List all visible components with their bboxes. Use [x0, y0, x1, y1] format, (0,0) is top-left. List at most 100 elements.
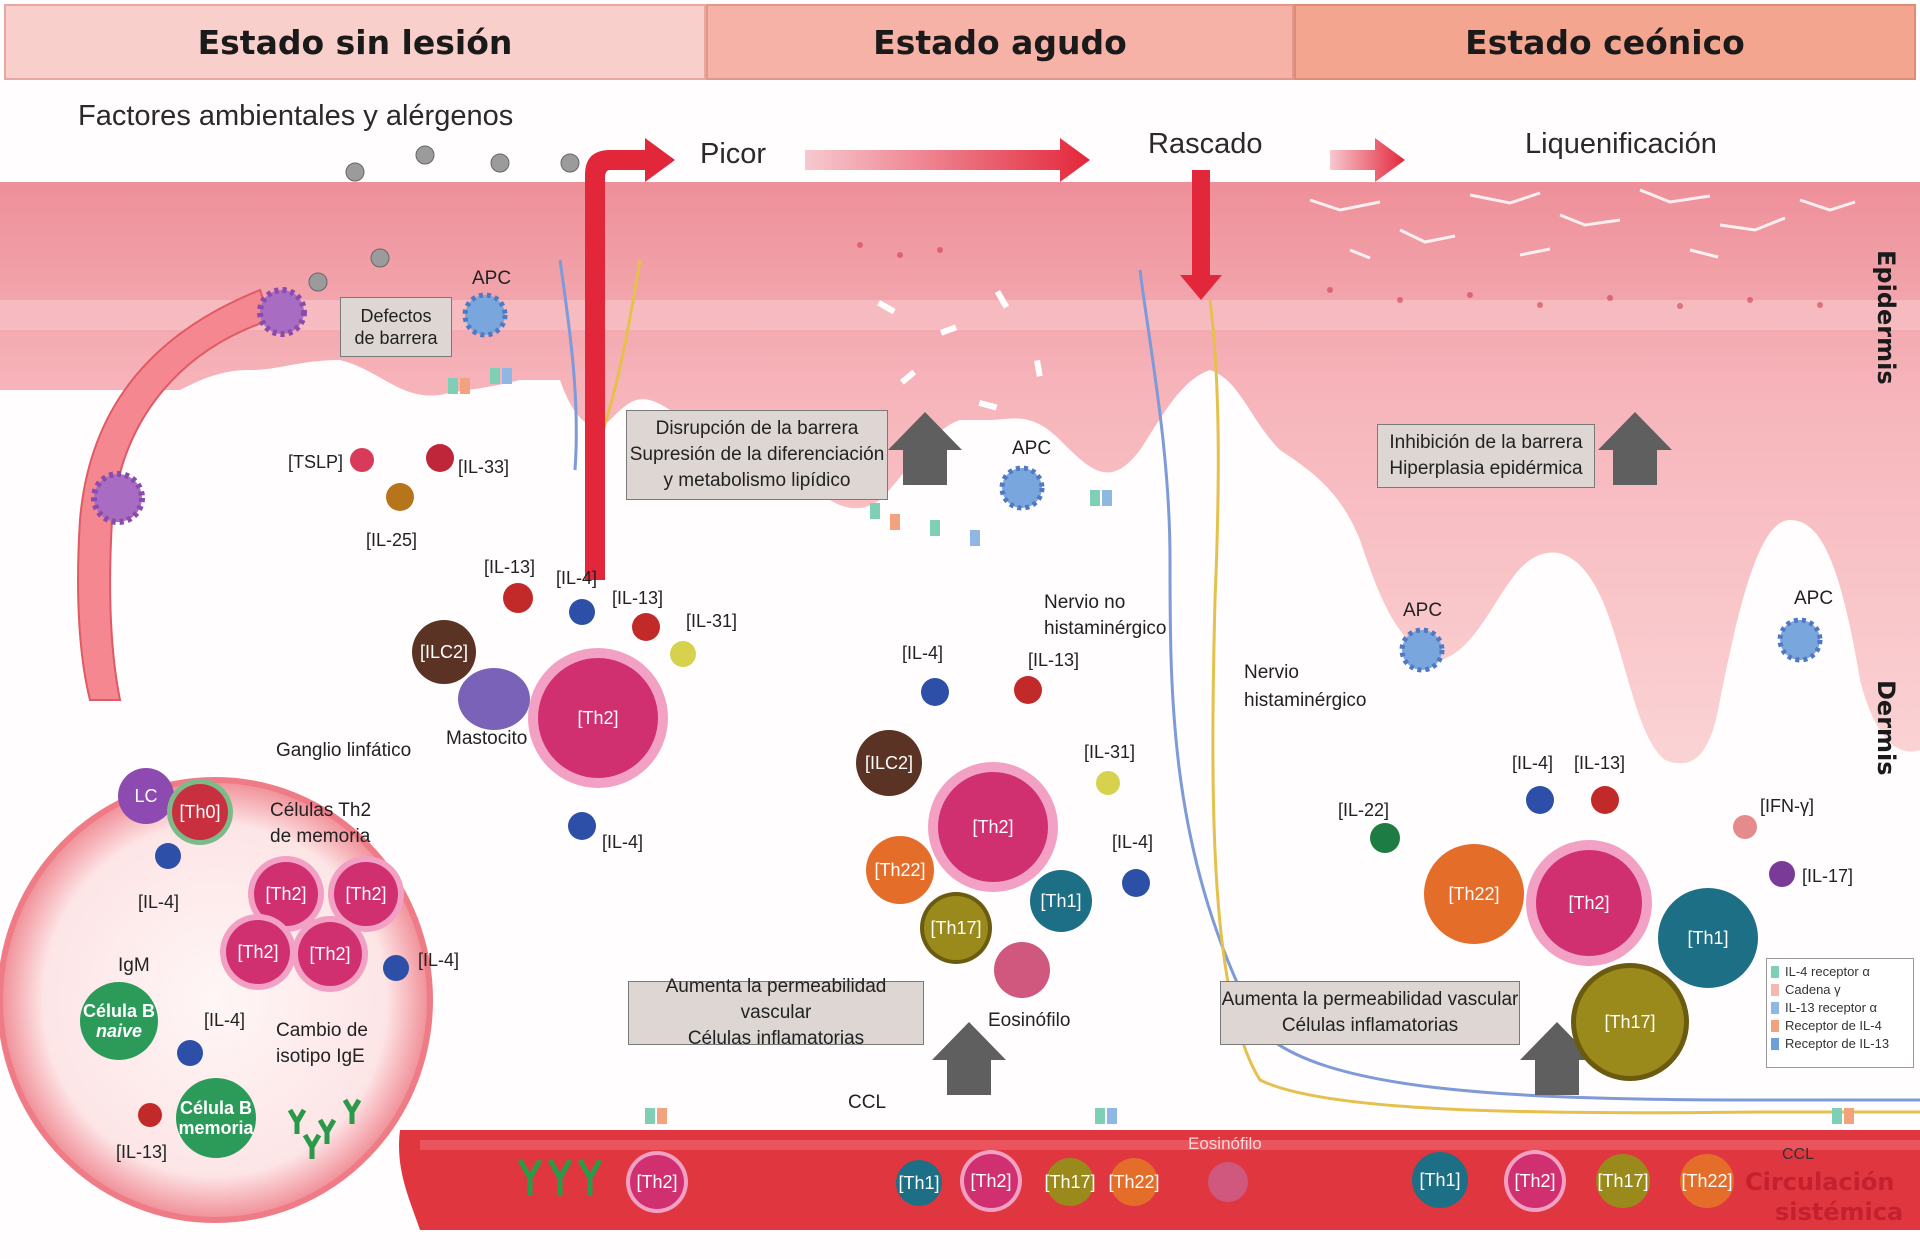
chronic-barrier-arrow: [1598, 412, 1672, 485]
scratch-down-arrow: [1180, 170, 1222, 300]
chronic-barrier-line-2: Hiperplasia epidérmica: [1389, 458, 1583, 479]
naive-b-line-2: naive: [95, 1021, 143, 1041]
chronic-vascular-arrow: [1520, 1022, 1594, 1095]
header-acute: Estado agudo: [706, 4, 1294, 80]
il4-label-5: [IL-4]: [1512, 753, 1554, 773]
lymph-node: [0, 777, 433, 1223]
th2-memory-cell-2: [Th2]: [334, 862, 398, 926]
barrier-defects-line-1: Defectos: [360, 306, 432, 326]
blood-eosinophil-cell: [1208, 1162, 1248, 1202]
nerve-histaminergic: [1208, 299, 1920, 1115]
nerve-left: [598, 259, 642, 441]
lichenification-label: Liquenificación: [1525, 128, 1717, 160]
il4-label-4: [IL-4]: [1112, 832, 1154, 852]
header-chronic: Estado ceónico: [1294, 4, 1916, 80]
itch-arrow: [585, 138, 675, 580]
legend-swatch: [1771, 984, 1779, 996]
legend-swatch: [1771, 966, 1779, 978]
blood-th2-cell-1: [Th2]: [630, 1155, 684, 1209]
mastocyte-cell: [458, 668, 530, 730]
acute-vascular-line-1: Aumenta la permeabilidad vascular: [665, 976, 887, 1023]
blood-th17-cell-1: [Th17]: [1044, 1158, 1096, 1206]
legend-item-il4-receptor-alpha: IL-4 receptor α: [1771, 963, 1909, 981]
th1-cell-1: [Th1]: [1030, 870, 1092, 932]
il25-label: [IL-25]: [366, 530, 418, 550]
header-no-lesion: Estado sin lesión: [4, 4, 706, 80]
th2-cell-3: [Th2]: [1536, 850, 1642, 956]
acute-barrier-line-1: Disrupción de la barrera: [655, 418, 859, 439]
apc-label-3: APC: [1403, 600, 1443, 621]
blood-th22-cell-1: [Th22]: [1108, 1158, 1160, 1206]
receptor-legend: IL-4 receptor α Cadena γ IL-13 receptor …: [1766, 958, 1914, 1068]
ifng-label: [IFN-γ]: [1760, 796, 1814, 816]
legend-label: Receptor de IL-4: [1785, 1018, 1882, 1033]
th2-cell-1: [Th2]: [538, 658, 658, 778]
lc-cell: LC: [118, 768, 174, 824]
th2-memory-label-1: Células Th2: [270, 800, 372, 821]
nerve-histaminergic-label-2: histaminérgico: [1244, 690, 1367, 711]
il4-label-2: [IL-4]: [602, 832, 644, 852]
legend-label: Receptor de IL-13: [1785, 1036, 1890, 1051]
acute-barrier-line-3: y metabolismo lipídico: [663, 470, 851, 491]
isotype-switch-label-1: Cambio de: [276, 1020, 368, 1041]
il17-label: [IL-17]: [1802, 866, 1854, 886]
chronic-vascular-line-2: Células inflamatorias: [1281, 1015, 1459, 1036]
receptors: [448, 368, 1854, 1124]
tslp-label: [TSLP]: [288, 452, 344, 472]
apc-label-4: APC: [1794, 588, 1834, 609]
il13-label-1: [IL-13]: [484, 557, 536, 577]
acute-barrier-arrow: [888, 412, 962, 485]
ganglio-label: Ganglio linfático: [276, 740, 412, 761]
th17-cell-1: [Th17]: [924, 896, 988, 960]
th2-memory-cell-4: [Th2]: [298, 922, 362, 986]
eosinophil-label: Eosinófilo: [988, 1010, 1071, 1031]
th17-cell-2: [Th17]: [1576, 968, 1684, 1076]
memory-b-line-2: memoria: [178, 1118, 254, 1138]
apc-label-1: APC: [472, 268, 512, 289]
eosinophil-cell: [994, 942, 1050, 998]
th22-cell-2: [Th22]: [1424, 844, 1524, 944]
legend-swatch: [1771, 1038, 1779, 1050]
chronic-vascular-box: Aumenta la permeabilidad vascular Célula…: [1220, 981, 1520, 1045]
th2-memory-cell-1: [Th2]: [254, 862, 318, 926]
ilc2-cell-2: [ILC2]: [856, 730, 922, 796]
legend-label: IL-4 receptor α: [1785, 964, 1870, 979]
th0-cell: [Th0]: [172, 784, 228, 840]
apc-label-2: APC: [1012, 438, 1052, 459]
th22-cell-1: [Th22]: [866, 836, 934, 904]
acute-vascular-arrow: [932, 1022, 1006, 1095]
allergen-particles: [308, 145, 580, 292]
il4-label-3: [IL-4]: [902, 643, 944, 663]
mastocito-label: Mastocito: [446, 728, 528, 749]
itch-label: Picor: [700, 138, 767, 170]
blood-vessel-highlight: [420, 1140, 1920, 1150]
igm-label: IgM: [118, 955, 150, 976]
blood-th1-cell-2: [Th1]: [1412, 1152, 1468, 1208]
environmental-factors-label: Factores ambientales y alérgenos: [78, 100, 514, 132]
il33-label: [IL-33]: [458, 457, 510, 477]
legend-item-il13-receptor: Receptor de IL-13: [1771, 1035, 1909, 1053]
isotype-switch-label-2: isotipo IgE: [276, 1046, 365, 1067]
scratch-label: Rascado: [1148, 128, 1263, 160]
acute-barrier-box: Disrupción de la barrera Supresión de la…: [626, 410, 888, 500]
memory-b-line-1: Célula B: [179, 1098, 252, 1118]
epidermis-label: Epidermis: [1872, 250, 1900, 385]
nerve-non-histaminergic: [1138, 269, 1920, 1102]
ige-antibodies: [287, 1098, 603, 1196]
scratch-to-lichen-arrow: [1330, 138, 1405, 182]
nerve-non-histaminergic-label-2: histaminérgico: [1044, 618, 1167, 639]
nerve-left-blue: [558, 259, 578, 471]
ilc2-cell-1: [ILC2]: [412, 620, 476, 684]
il4-label-8: [IL-4]: [204, 1010, 246, 1030]
legend-swatch: [1771, 1002, 1779, 1014]
nerve-non-histaminergic-label-1: Nervio no: [1044, 592, 1126, 613]
acute-barrier-line-2: Supresión de la diferenciación: [629, 444, 885, 465]
barrier-defects-line-2: de barrera: [354, 328, 438, 348]
legend-label: Cadena γ: [1785, 982, 1841, 997]
il4-label-1: [IL-4]: [556, 568, 598, 588]
cell-dots: [857, 242, 1823, 309]
legend-item-il13-receptor-alpha: IL-13 receptor α: [1771, 999, 1909, 1017]
il4-label-7: [IL-4]: [418, 950, 460, 970]
